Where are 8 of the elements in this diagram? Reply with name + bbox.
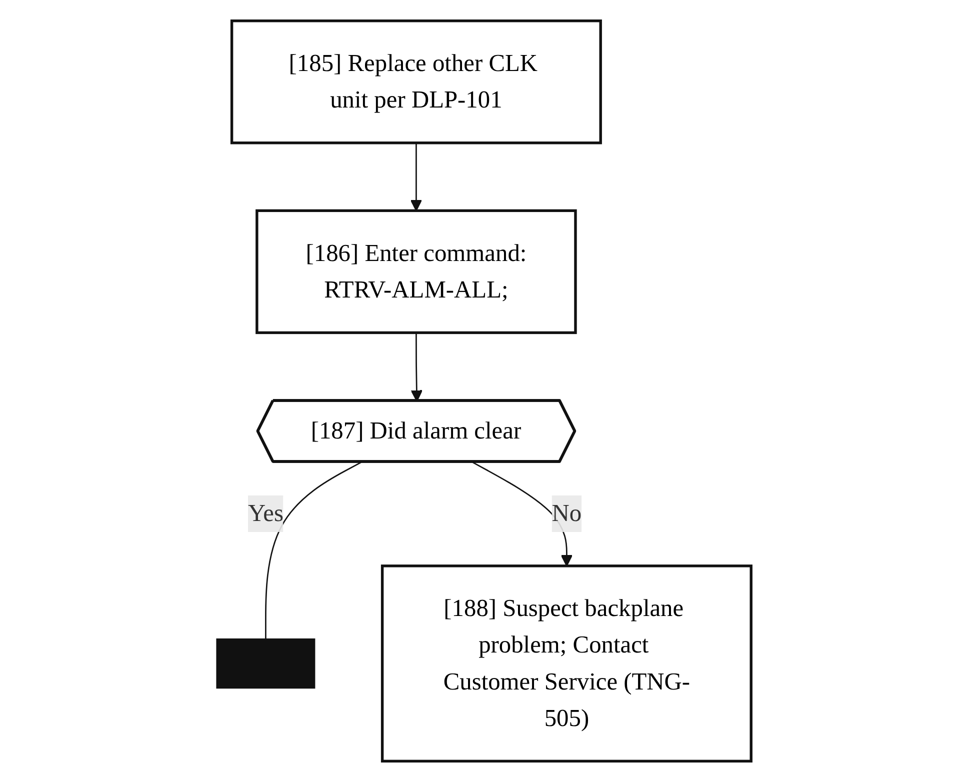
node-box: [186] Enter command: RTRV-ALM-ALL;	[256, 209, 577, 334]
connector	[265, 462, 362, 640]
edge-label: Yes	[248, 499, 284, 527]
node-bar	[216, 638, 316, 689]
arrow	[410, 142, 422, 212]
node-box: [185] Replace other CLK unit per DLP-101	[230, 20, 602, 144]
edge-label: No	[552, 499, 582, 527]
node-box: [188] Suspect backplane problem; Contact Customer Service (TNG-505)	[380, 564, 752, 762]
